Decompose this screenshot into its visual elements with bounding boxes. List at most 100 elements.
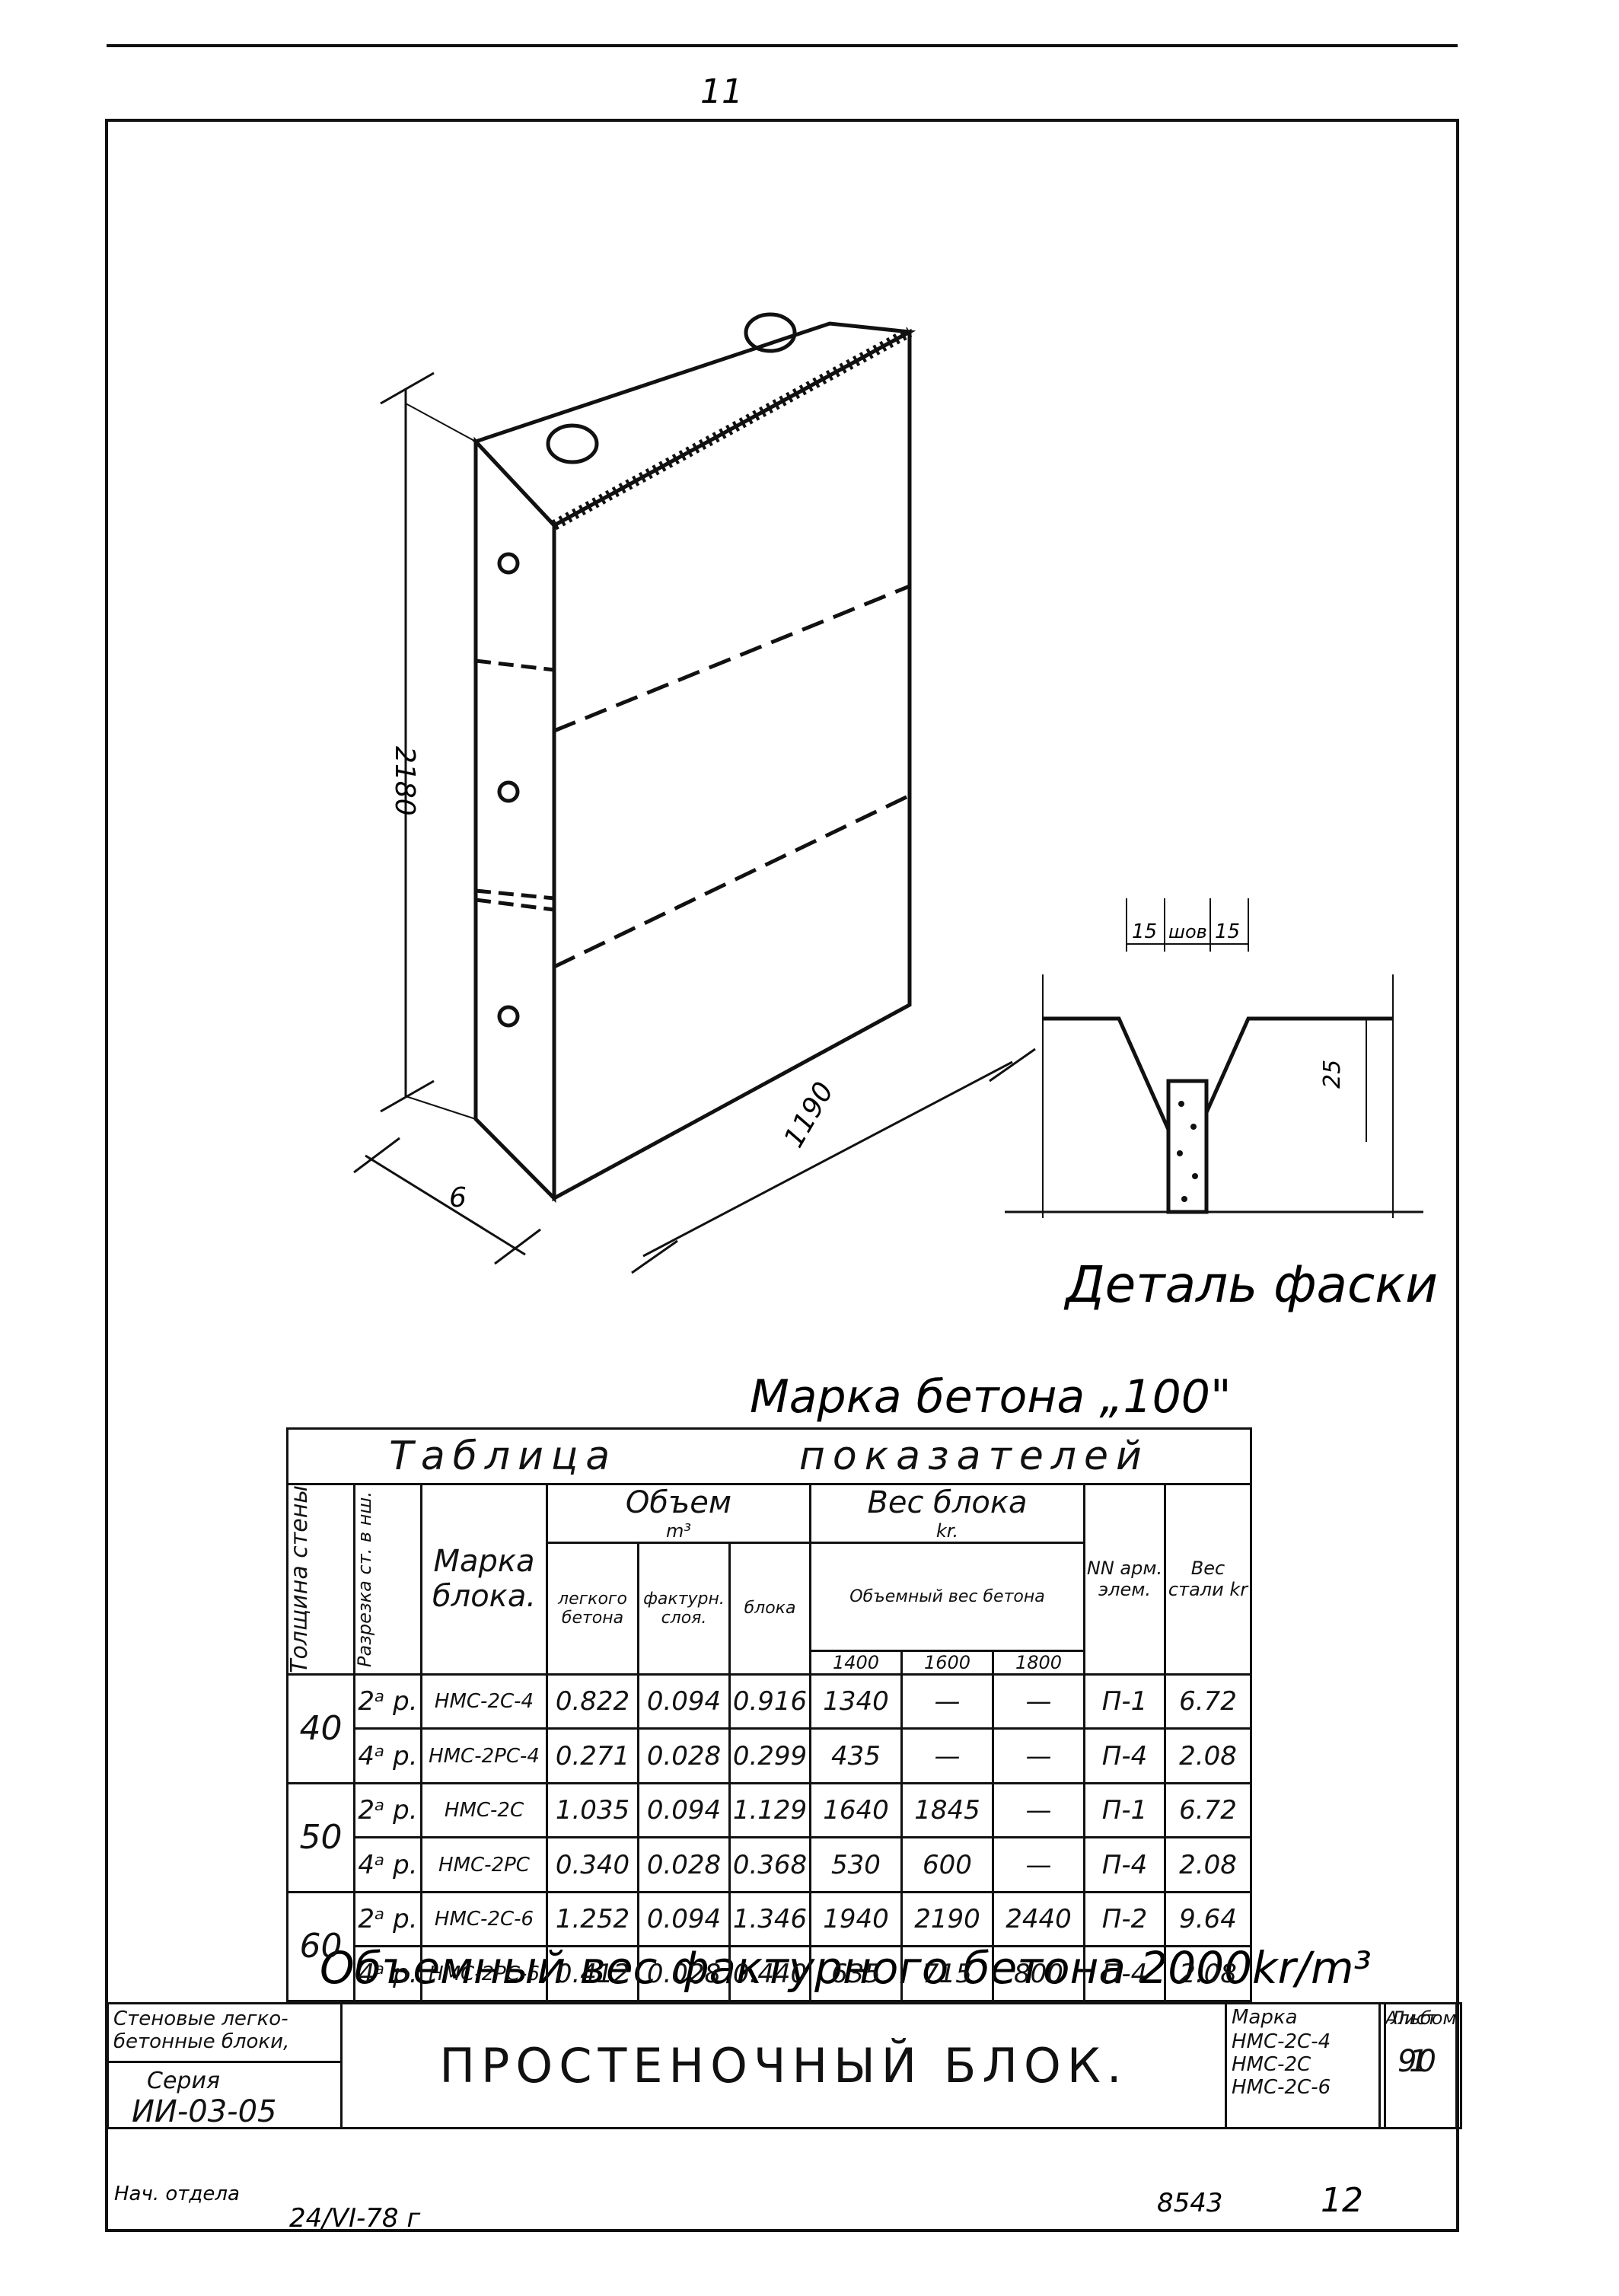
table-row: 4ᵃ р. НМС-2РС-4 0.271 0.028 0.299 435 — … <box>288 1727 1252 1784</box>
cell-steel: 2.08 <box>1164 1836 1252 1893</box>
cell-mark: НМС-2РС-6 <box>420 1945 548 2002</box>
cell-steel: 2.08 <box>1164 1945 1252 2002</box>
cell-w1600: — <box>900 1673 994 1730</box>
cell-cut: 4ᵃ р. <box>353 1727 422 1784</box>
cell-thickness: 60 <box>286 1890 355 2002</box>
cell-light: 0.271 <box>546 1727 639 1784</box>
cell-w1400: 1340 <box>809 1673 903 1730</box>
detail-dim-25: 25 <box>1319 1060 1346 1089</box>
dim-length-label: 1190 <box>778 1077 840 1153</box>
page-number: 11 <box>700 72 743 111</box>
cell-cut: 4ᵃ р. <box>353 1945 422 2002</box>
cell-block: 1.129 <box>728 1781 811 1839</box>
header-volume: Объем m³ <box>546 1483 811 1544</box>
cell-facing: 0.094 <box>637 1890 731 1948</box>
cell-w1600: 715 <box>900 1945 994 2002</box>
table-row: 50 2ᵃ р. НМС-2С 1.035 0.094 1.129 1640 1… <box>286 1781 1252 1893</box>
detail-dim-15-right: 15 <box>1215 920 1240 943</box>
indicators-table: Таблица показателей Толщина стены Разрез… <box>286 1427 1252 2002</box>
cell-w1400: 435 <box>809 1727 903 1784</box>
bottom-number-2: 12 <box>1321 2181 1363 2220</box>
cell-cut: 4ᵃ р. <box>353 1836 422 1893</box>
cell-w1600: 1845 <box>900 1781 994 1839</box>
cell-w1800: 2440 <box>992 1890 1085 1948</box>
header-vol-light: легкого бетона <box>546 1542 639 1676</box>
cell-facing: 0.094 <box>637 1781 731 1839</box>
signature-date: 24/VI-78 г <box>289 2203 421 2234</box>
cell-arm: П-1 <box>1083 1673 1166 1730</box>
cell-block: 0.440 <box>728 1945 811 2002</box>
cell-w1400: 635 <box>809 1945 903 2002</box>
sheet-frame <box>105 44 1459 2232</box>
cell-steel: 9.64 <box>1164 1890 1252 1948</box>
cell-facing: 0.094 <box>637 1673 731 1730</box>
header-cut: Разрезка ст. в нш. <box>353 1483 422 1676</box>
header-vol-block: блока <box>728 1542 811 1676</box>
dim-thickness-label: 6 <box>449 1182 467 1213</box>
cell-facing: 0.028 <box>637 1836 731 1893</box>
block-isometric <box>353 312 1036 1274</box>
chamfer-fill-dots <box>1177 1101 1198 1202</box>
title-block-category: Стеновые легко- бетонные блоки, <box>107 2002 343 2063</box>
cell-w1600: 2190 <box>900 1890 994 1948</box>
cell-arm: П-1 <box>1083 1781 1166 1839</box>
cell-arm: П-4 <box>1083 1727 1166 1784</box>
cell-steel: 6.72 <box>1164 1781 1252 1839</box>
cell-facing: 0.028 <box>637 1945 731 2002</box>
table-row: 4ᵃ р. НМС-2РС 0.340 0.028 0.368 530 600 … <box>288 1836 1252 1893</box>
table-title: Таблица показателей <box>286 1427 1252 1485</box>
table-title-left: Таблица <box>389 1433 618 1479</box>
cell-light: 1.035 <box>546 1781 639 1839</box>
bottom-number-1: 8543 <box>1157 2188 1223 2218</box>
title-block-sheet: Лист 1 <box>1384 2002 1458 2129</box>
cell-block: 0.299 <box>728 1727 811 1784</box>
cell-w1400: 1640 <box>809 1781 903 1839</box>
chamfer-detail <box>1005 898 1423 1218</box>
title-block: Стеновые легко- бетонные блоки, Серия ИИ… <box>107 2002 1462 2182</box>
dim-height-label: 2180 <box>389 746 420 816</box>
cell-light: 0.822 <box>546 1673 639 1730</box>
header-steel: Вес стали kr <box>1164 1483 1252 1676</box>
cell-light: 1.252 <box>546 1890 639 1948</box>
cell-w1800: — <box>992 1727 1085 1784</box>
header-w1400: 1400 <box>809 1649 903 1676</box>
signature-line: Нач. отдела <box>114 2183 240 2205</box>
cell-block: 1.346 <box>728 1890 811 1948</box>
cell-w1800: — <box>992 1673 1085 1730</box>
title-block-main: ПРОСТЕНОЧНЫЙ БЛОК. <box>340 2002 1227 2129</box>
cell-cut: 2ᵃ р. <box>353 1673 422 1730</box>
table-row: 60 2ᵃ р. НМС-2С-6 1.252 0.094 1.346 1940… <box>286 1890 1252 2002</box>
header-weight-sub: Объемный вес бетона <box>809 1542 1085 1652</box>
header-block-mark: Марка блока. <box>420 1483 548 1676</box>
detail-dim-15-left: 15 <box>1132 920 1157 943</box>
detail-dim-seam: шов <box>1168 921 1207 942</box>
cell-mark: НМС-2РС <box>420 1836 548 1893</box>
cell-w1800: 800 <box>992 1945 1085 2002</box>
cell-arm: П-4 <box>1083 1836 1166 1893</box>
cell-thickness: 50 <box>286 1781 355 1893</box>
cell-thickness: 40 <box>286 1673 355 1784</box>
header-w1800: 1800 <box>992 1649 1085 1676</box>
table-row: 40 2ᵃ р. НМС-2С-4 0.822 0.094 0.916 1340… <box>286 1673 1252 1784</box>
cell-mark: НМС-2С-6 <box>420 1890 548 1948</box>
table-row: 4ᵃ р. НМС-2РС-6 0.412 0.028 0.440 635 71… <box>288 1945 1252 2002</box>
cell-cut: 2ᵃ р. <box>353 1890 422 1948</box>
cell-block: 0.368 <box>728 1836 811 1893</box>
cell-w1600: — <box>900 1727 994 1784</box>
header-wall-thickness: Толщина стены <box>286 1483 355 1676</box>
cell-block: 0.916 <box>728 1673 811 1730</box>
cell-light: 0.412 <box>546 1945 639 2002</box>
cell-mark: НМС-2РС-4 <box>420 1727 548 1784</box>
title-block-series: Серия ИИ-03-05 <box>107 2061 343 2129</box>
cell-light: 0.340 <box>546 1836 639 1893</box>
detail-title: Деталь фаски <box>1063 1255 1438 1314</box>
concrete-grade: Марка бетона „100" <box>750 1370 1232 1424</box>
cell-steel: 2.08 <box>1164 1727 1252 1784</box>
cell-steel: 6.72 <box>1164 1673 1252 1730</box>
title-block-marks: Марка НМС-2С-4 НМС-2С НМС-2С-6 <box>1225 2002 1381 2129</box>
header-arm: NN арм. элем. <box>1083 1483 1166 1676</box>
cell-w1400: 530 <box>809 1836 903 1893</box>
cell-mark: НМС-2С-4 <box>420 1673 548 1730</box>
